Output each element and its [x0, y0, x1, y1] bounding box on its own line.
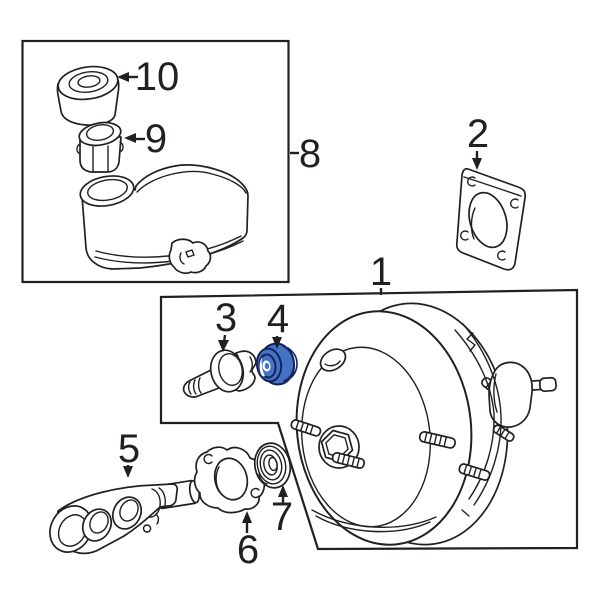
callout-7-arrowhead	[278, 485, 288, 497]
cylinder-port-1-inner	[89, 511, 109, 534]
tank-top-seam	[136, 170, 247, 194]
cylinder-flange-lines	[148, 487, 166, 518]
callout-8: 8	[290, 132, 321, 176]
callout-2: 2	[467, 112, 489, 170]
booster-rear-boss	[488, 361, 533, 428]
stud-threads	[463, 465, 482, 478]
valve-snout-ribs	[187, 377, 202, 395]
callout-3-arrowhead	[218, 340, 229, 352]
callout-6: 6	[237, 511, 259, 572]
callout-9: 9	[124, 117, 167, 161]
part-10-reservoir-cap[interactable]	[56, 63, 120, 126]
seal-shading	[258, 473, 268, 485]
booster-stud-bottom-right	[458, 463, 491, 482]
callout-5-arrowhead	[123, 466, 133, 478]
cap-top	[57, 65, 119, 101]
cylinder-port-2-inner	[119, 499, 139, 522]
stud-threads	[295, 421, 314, 434]
filter-opening	[85, 124, 115, 141]
cylinder-port-2	[111, 496, 143, 530]
cylinder-detail-marks	[142, 513, 160, 533]
booster-boss-face-line	[493, 373, 498, 413]
stud-body	[418, 431, 457, 449]
stud-body	[290, 419, 322, 437]
booster-face-circle	[300, 346, 432, 528]
booster-stud-upper-left	[290, 419, 322, 437]
valve-snout	[182, 369, 220, 398]
gasket-hole-echo	[470, 207, 476, 240]
callout-1-label[interactable]: 1	[370, 250, 392, 294]
booster-front-shell	[295, 310, 473, 546]
part-6-cylinder-gasket[interactable]	[193, 446, 266, 514]
callout-10: 10	[117, 55, 179, 99]
gasket-center-hole	[468, 191, 508, 249]
part-3-check-valve[interactable]	[182, 347, 257, 398]
seal-ring-2	[256, 445, 287, 485]
callout-6-arrowhead	[242, 511, 252, 523]
part-2-mounting-gasket[interactable]	[455, 167, 527, 271]
gasket6-center-hole	[213, 457, 249, 501]
callout-1: 1	[370, 250, 392, 295]
callout-9-label[interactable]: 9	[145, 117, 167, 161]
booster-dimple-line	[324, 360, 341, 367]
grommet-ribs	[282, 345, 298, 382]
booster-clamp-tabs	[461, 332, 476, 517]
callout-4: 4	[267, 297, 289, 349]
cylinder-bore-inner	[57, 514, 88, 547]
filler-neck-opening	[87, 178, 128, 202]
part-9-reservoir-filter[interactable]	[76, 120, 124, 173]
stud-threads	[424, 432, 447, 447]
part-4-grommet-highlighted[interactable]	[255, 341, 298, 386]
part-8-reservoir-tank[interactable]	[78, 164, 249, 275]
grommet-gleam	[259, 357, 265, 377]
part-1-brake-booster[interactable]	[285, 293, 557, 555]
callout-10-label[interactable]: 10	[135, 55, 180, 99]
booster-stud-lower-left	[331, 451, 366, 469]
part-5-master-cylinder[interactable]	[42, 479, 201, 560]
callout-3-label[interactable]: 3	[215, 296, 237, 340]
stud-threads	[496, 426, 510, 439]
callout-10-arrowhead	[117, 72, 129, 82]
callout-7-label[interactable]: 7	[271, 495, 293, 539]
callout-4-arrowhead	[272, 337, 282, 349]
callout-3: 3	[215, 296, 237, 352]
callout-9-arrowhead	[124, 133, 136, 143]
cap-ring	[68, 71, 109, 93]
rod-tip	[538, 376, 557, 393]
callout-4-label[interactable]: 4	[267, 297, 289, 341]
stud-threads	[337, 453, 360, 468]
gasket-bolt-holes	[459, 176, 519, 261]
callout-7: 7	[271, 485, 293, 539]
callout-5: 5	[118, 427, 140, 478]
callout-2-label[interactable]: 2	[467, 112, 489, 156]
valve-end-groove	[249, 356, 253, 373]
gasket6-hole-echo	[215, 466, 221, 493]
cylinder-port-1	[81, 508, 113, 542]
grommet-center-dot	[264, 362, 270, 370]
callout-5-label[interactable]: 5	[118, 427, 140, 471]
part-7-seal-ring[interactable]	[251, 440, 295, 491]
booster-stud-mid-right	[418, 431, 457, 449]
seal-ring-3	[259, 449, 283, 481]
seal-bore	[268, 456, 278, 472]
valve-flange	[209, 349, 245, 393]
callout-8-label[interactable]: 8	[299, 132, 321, 176]
callout-2-arrowhead	[472, 158, 482, 170]
filter-flutes	[76, 141, 124, 172]
gasket6-bolt-holes	[203, 453, 260, 499]
cap-center	[77, 75, 101, 88]
valve-flange-inner	[218, 352, 243, 387]
callout-6-label[interactable]: 6	[237, 528, 259, 572]
level-sensor-detail	[179, 249, 195, 265]
